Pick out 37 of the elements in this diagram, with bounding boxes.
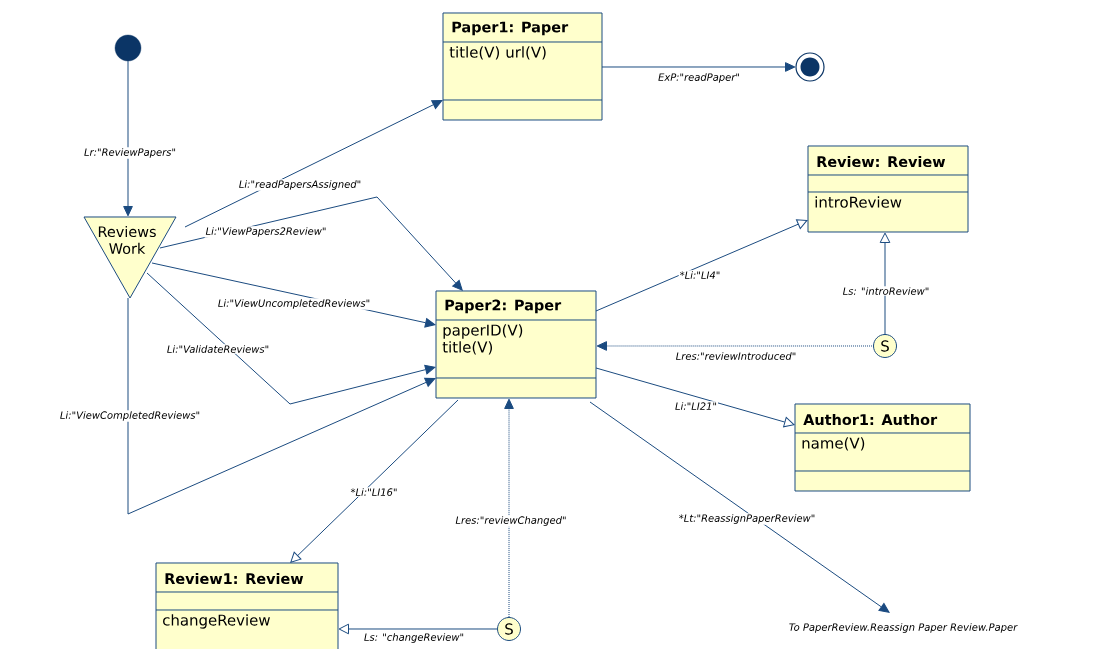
- edge-label: Li:"LI21": [674, 401, 718, 411]
- target-text: To PaperReview.Reassign Paper Review.Paper: [789, 623, 1018, 633]
- edge-label: Li:"ValidateReviews": [165, 344, 271, 354]
- class-box: Review: Review introReview: [807, 145, 969, 233]
- arrow: [127, 297, 436, 515]
- edge-label: Lres:"reviewIntroduced": [674, 351, 798, 361]
- edge-label: Lr:"ReviewPapers": [83, 147, 177, 159]
- arrow: [290, 399, 459, 563]
- activity-triangle: Reviews Work: [83, 216, 177, 299]
- class-box: Paper1: Paper title(V) url(V): [442, 12, 603, 121]
- initial-state: [114, 34, 142, 62]
- class-box: Paper2: Paper paperID(V) title(V): [435, 290, 597, 399]
- arrow: [504, 398, 514, 618]
- edge-label: Li:"ViewUncompletedReviews": [216, 298, 372, 310]
- final-state: [795, 52, 825, 82]
- edge-label: *Li:"LI16": [349, 487, 399, 497]
- edge-label: *Lt:"ReassignPaperReview": [677, 513, 817, 525]
- class-box: Author1: Author name(V): [794, 403, 971, 492]
- edge-label: ExP:"readPaper": [657, 72, 741, 84]
- edge-label: *Li:"LI4": [678, 270, 722, 280]
- arrow: [184, 100, 443, 228]
- edge-label: Li:"readPapersAssigned": [237, 179, 363, 191]
- edge-label: Lres:"reviewChanged": [454, 515, 568, 527]
- class-box: Review1: Review changeReview: [155, 562, 339, 649]
- edge-label: Li:"ViewCompletedReviews": [58, 410, 202, 422]
- arrow: [589, 401, 890, 613]
- arrow: [338, 623, 498, 635]
- arrow: [595, 219, 808, 312]
- edge-label: Ls: "introReview": [841, 286, 931, 296]
- edge-label: Ls: "changeReview": [362, 632, 466, 644]
- arrow: [596, 341, 875, 351]
- arrow: [146, 272, 436, 405]
- arrow: [601, 62, 796, 72]
- arrow: [595, 367, 795, 428]
- arrow: [879, 232, 891, 336]
- edge-label: Li:"ViewPapers2Review": [204, 226, 328, 238]
- arrow: [123, 60, 133, 217]
